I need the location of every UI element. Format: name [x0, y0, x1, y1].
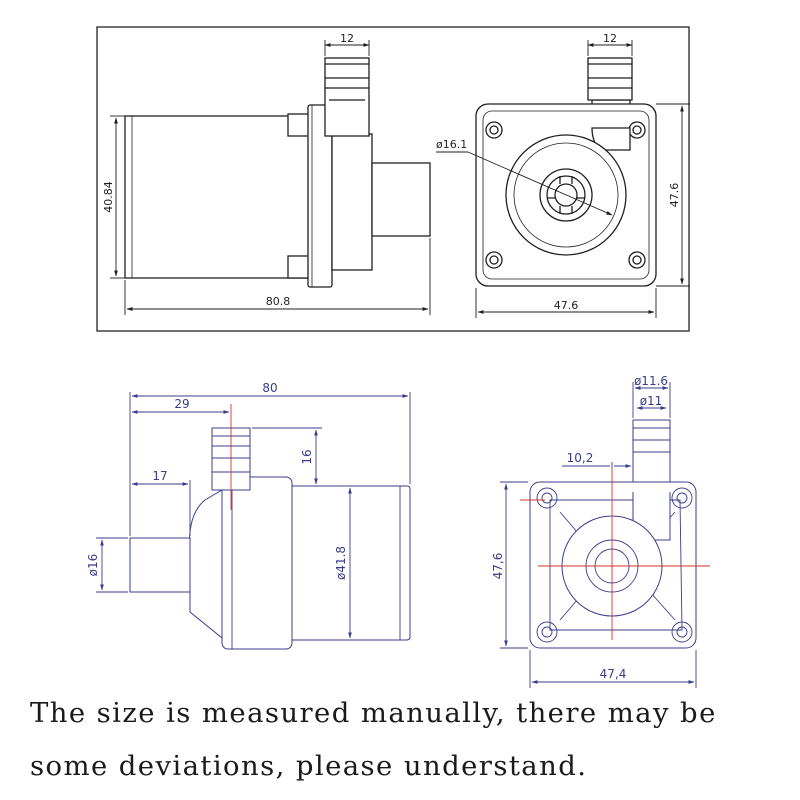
- bottom-right-outlet-outer-dim: ø11.6: [634, 374, 668, 388]
- bottom-left-body-diameter-dim: ø41.8: [334, 546, 348, 580]
- bottom-left-inlet-diameter-dim: ø16: [86, 554, 100, 577]
- pump-technical-drawing: 12 40.84 80.8 12: [86, 26, 710, 688]
- bottom-front-view: ø11.6 ø11 10,2 47,6 47,4: [491, 374, 710, 688]
- top-right-outlet-dim: 12: [603, 32, 617, 45]
- top-right-height-dim: 47.6: [668, 183, 681, 208]
- top-left-outlet-dim: 12: [340, 32, 354, 45]
- bottom-left-outlet-pos-dim: 29: [174, 397, 189, 411]
- bottom-left-outlet-height-dim: 16: [300, 449, 314, 464]
- measurement-note-line-2: some deviations, please understand.: [30, 750, 588, 782]
- bottom-right-height-dim: 47,6: [491, 553, 505, 580]
- top-left-height-dim: 40.84: [102, 181, 115, 213]
- top-drawing-frame: [96, 26, 690, 332]
- measurement-note-line-1: The size is measured manually, there may…: [30, 697, 717, 729]
- top-left-width-dim: 80.8: [266, 295, 291, 308]
- top-side-view: 12 40.84 80.8: [102, 32, 431, 315]
- top-front-view: 12 ø16.1 47.6 47.6: [436, 32, 690, 318]
- bottom-right-offset-dim: 10,2: [567, 451, 594, 465]
- bottom-left-inlet-length-dim: 17: [152, 469, 167, 483]
- bottom-left-length-dim: 80: [262, 381, 277, 395]
- bottom-right-width-dim: 47,4: [600, 667, 627, 681]
- bottom-side-view: 80 29 16 17 ø16 ø41.8: [86, 381, 411, 650]
- bottom-right-outlet-inner-dim: ø11: [640, 394, 663, 408]
- top-right-inlet-dim: ø16.1: [436, 138, 467, 151]
- top-right-width-dim: 47.6: [554, 299, 579, 312]
